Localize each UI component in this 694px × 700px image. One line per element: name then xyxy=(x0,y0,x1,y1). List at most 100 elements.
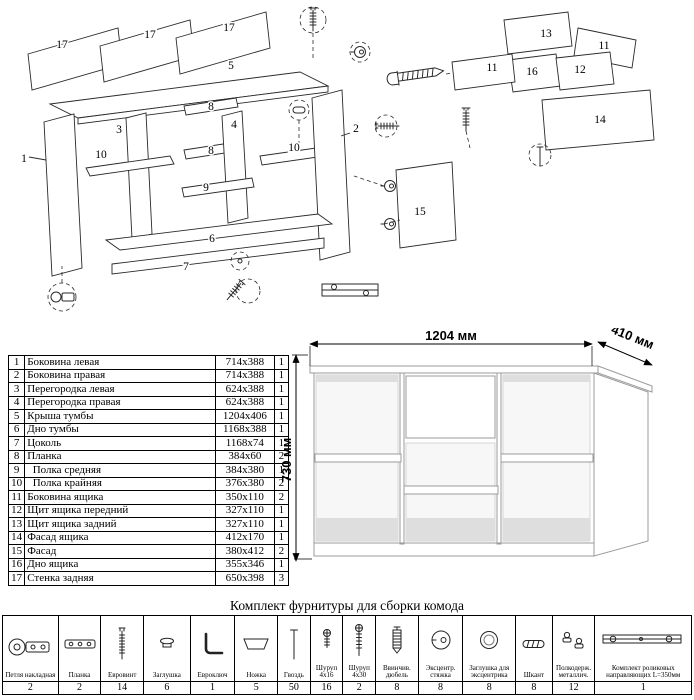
part-number: 2 xyxy=(7,368,26,383)
hardware-section: Комплект фурнитуры для сборки комода Пет… xyxy=(2,598,692,695)
cam-cap-icon xyxy=(463,616,515,665)
drawer-exploded-group: 13 11 16 12 11 14 xyxy=(386,11,655,167)
part-size: 327x110 xyxy=(214,503,275,518)
part-number: 14 xyxy=(7,530,26,545)
part-size: 714x388 xyxy=(214,355,275,370)
screw-small-icon xyxy=(311,616,343,665)
part-label: 1 xyxy=(21,153,27,165)
hex-key-icon xyxy=(191,616,235,672)
cabinet-exploded-group: 17 17 17 5 1 3 10 8 8 4 9 10 2 6 7 15 xyxy=(20,6,457,312)
exploded-assembly-diagram: 17 17 17 5 1 3 10 8 8 4 9 10 2 6 7 15 13… xyxy=(20,6,655,312)
part-label: 17 xyxy=(144,29,156,41)
part-label: 14 xyxy=(594,114,606,126)
part-name: Боковина левая xyxy=(24,355,216,370)
part-name: Фасад xyxy=(24,544,216,559)
part-name: Планка xyxy=(24,449,216,464)
hardware-item-name: Заглушка для эксцентрика xyxy=(469,663,510,680)
part-label: 17 xyxy=(56,39,68,51)
hardware-item-qty: 8 xyxy=(463,681,516,694)
part-qty: 2 xyxy=(273,449,290,464)
hardware-item: Шкант 8 xyxy=(515,616,552,694)
hardware-item-name: Полкодерж. металлич. xyxy=(556,663,592,680)
part-number: 5 xyxy=(7,409,26,424)
part-label: 2 xyxy=(353,123,359,135)
hardware-item-qty: 2 xyxy=(343,681,376,694)
hardware-item: Эксцентр. стяжка 8 xyxy=(417,616,463,694)
part-number: 13 xyxy=(7,517,26,532)
nail-icon xyxy=(278,616,310,672)
hardware-item: Шуруп 4x16 16 xyxy=(309,616,343,694)
hardware-item-name: Ввинчив. дюбель xyxy=(382,663,411,680)
hardware-item: Шуруп 4x30 2 xyxy=(342,616,376,694)
part-name: Фасад ящика xyxy=(24,530,216,545)
part-label: 11 xyxy=(598,40,609,52)
part-number: 16 xyxy=(7,557,26,572)
depth-dimension-label: 410 мм xyxy=(609,328,656,352)
hardware-item-qty: 2 xyxy=(3,681,58,694)
part-name: Щит ящика задний xyxy=(24,517,216,532)
part-name: Полка крайняя xyxy=(24,476,216,491)
hardware-item-name: Шкант xyxy=(523,671,545,680)
part-size: 355x346 xyxy=(214,557,275,572)
part-qty: 2 xyxy=(273,476,290,491)
hardware-item-name: Шуруп 4x16 xyxy=(315,663,338,680)
part-label: 4 xyxy=(231,119,237,131)
part-number: 6 xyxy=(7,422,26,437)
part-name: Щит ящика передний xyxy=(24,503,216,518)
part-size: 412x170 xyxy=(214,530,275,545)
hardware-item-name: Петля накладная xyxy=(5,671,56,680)
part-label: 3 xyxy=(116,124,122,136)
part-size: 1168x74 xyxy=(214,436,275,451)
part-name: Боковина правая xyxy=(24,368,216,383)
part-label: 15 xyxy=(414,206,426,218)
part-size: 1204x406 xyxy=(214,409,275,424)
part-number: 12 xyxy=(7,503,26,518)
part-qty: 1 xyxy=(273,436,290,451)
drawer-slide-icon xyxy=(595,616,691,665)
part-qty: 2 xyxy=(273,490,290,505)
part-size: 624x388 xyxy=(214,395,275,410)
hardware-item: Евровинт 14 xyxy=(100,616,144,694)
hardware-item: Полкодерж. металлич. 12 xyxy=(551,616,595,694)
part-qty: 1 xyxy=(273,463,290,478)
part-name: Перегородка левая xyxy=(24,382,216,397)
hardware-item-name: Шуруп 4x30 xyxy=(348,663,370,680)
hardware-item-name: Эксцентр. стяжка xyxy=(425,663,456,680)
part-size: 384x60 xyxy=(214,449,275,464)
part-number: 7 xyxy=(7,436,26,451)
part-name: Боковина ящика xyxy=(24,490,216,505)
hardware-table: Петля накладная 2 Планка 2 Евровинт 14 З… xyxy=(2,615,692,695)
hinge-icon xyxy=(3,616,58,672)
part-name: Полка средняя xyxy=(24,463,216,478)
part-label: 9 xyxy=(203,182,209,194)
part-label: 8 xyxy=(208,101,214,113)
hardware-item-name: Планка xyxy=(68,671,91,680)
hardware-item-name: Ножка xyxy=(246,671,266,680)
part-qty: 1 xyxy=(273,368,290,383)
part-label: 17 xyxy=(223,22,235,34)
part-qty: 1 xyxy=(273,355,290,370)
hardware-item: Планка 2 xyxy=(57,616,101,694)
part-qty: 3 xyxy=(273,571,290,586)
part-qty: 1 xyxy=(273,409,290,424)
part-name: Дно ящика xyxy=(24,557,216,572)
hardware-item-qty: 1 xyxy=(190,681,235,694)
cap-icon xyxy=(144,616,190,672)
dowel-screw-icon xyxy=(376,616,418,665)
wood-dowel-icon xyxy=(516,616,552,672)
part-size: 624x388 xyxy=(214,382,275,397)
foot-icon xyxy=(235,616,277,672)
part-number: 10 xyxy=(7,476,26,491)
